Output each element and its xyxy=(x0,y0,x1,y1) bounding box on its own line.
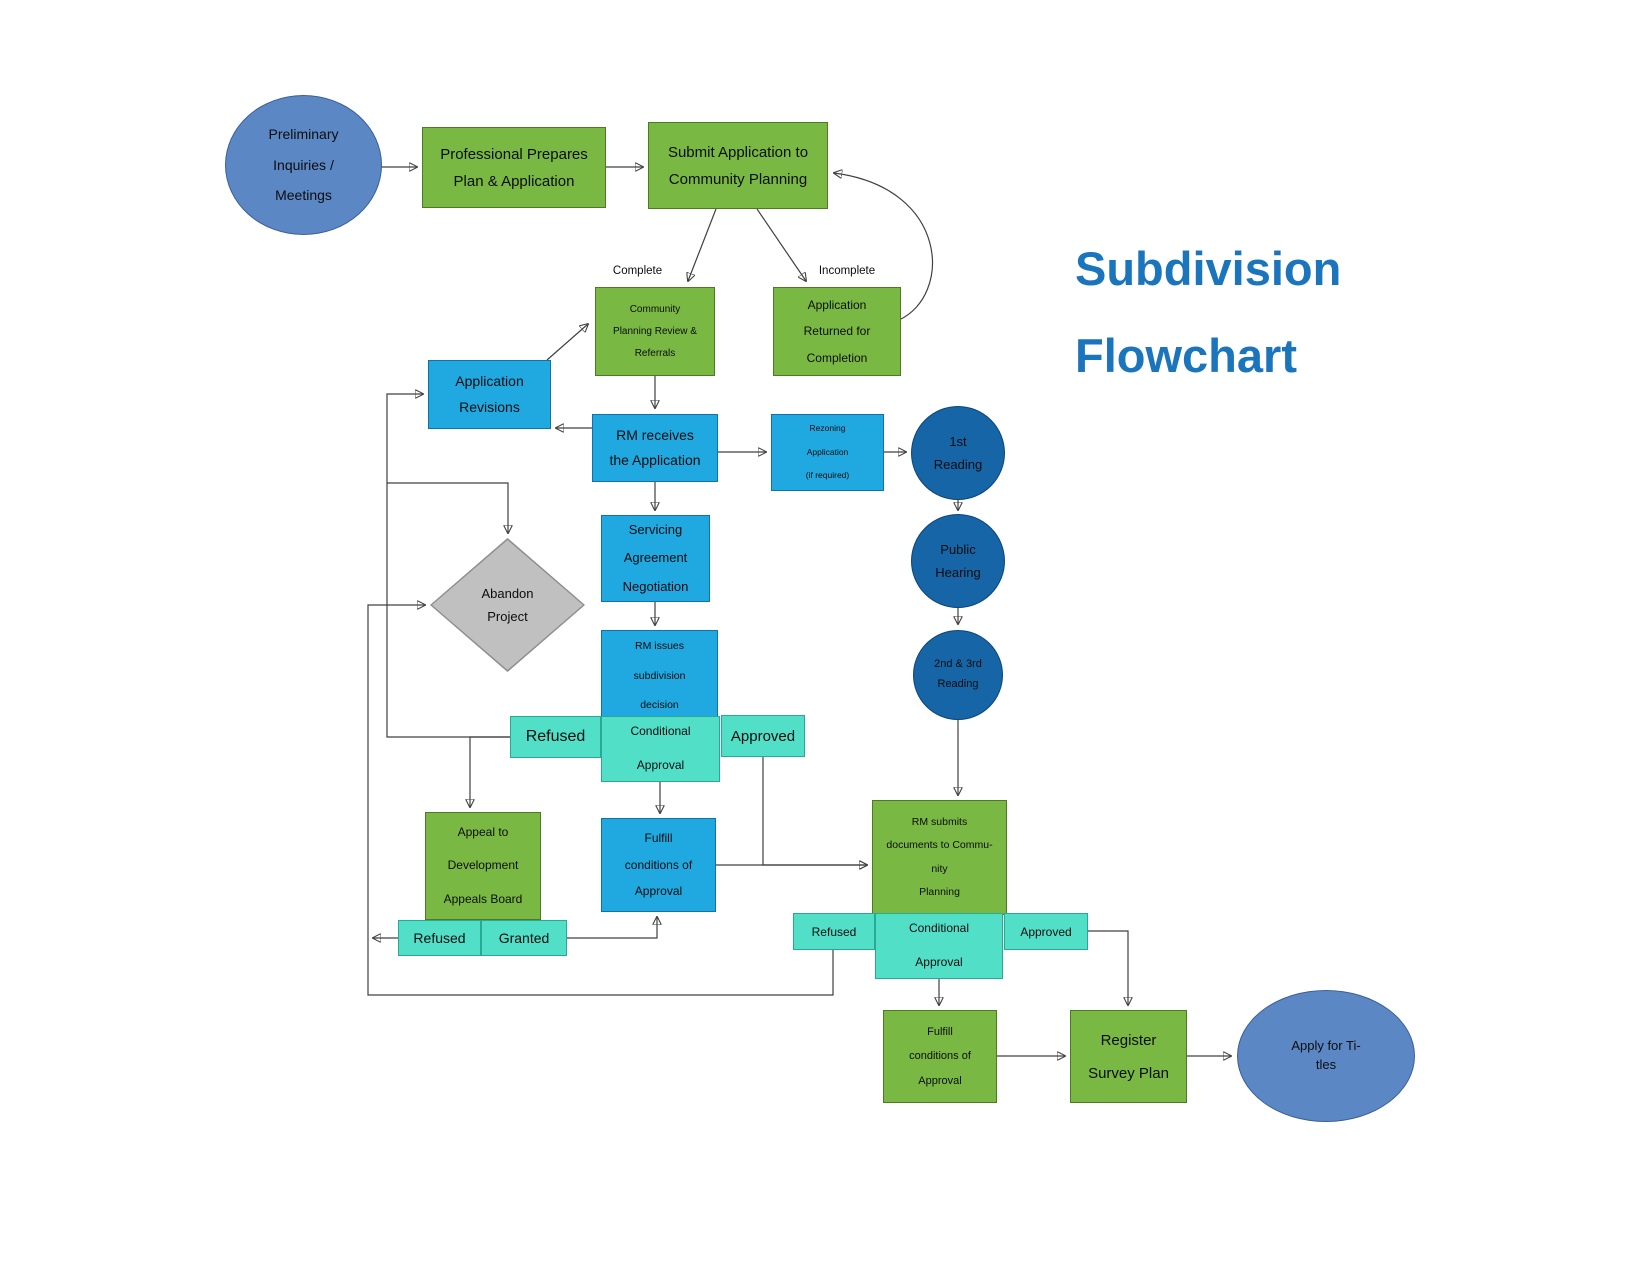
node-fulfill-conditions-1: Fulfill conditions of Approval xyxy=(601,818,716,912)
node-community-planning-review: Community Planning Review & Referrals xyxy=(595,287,715,376)
node-rm-issues-decision: RM issues subdivision decision xyxy=(601,630,718,723)
node-label: Application Revisions xyxy=(455,373,524,415)
node-label: Professional Prepares Plan & Application xyxy=(440,145,588,190)
node-label: 1st Reading xyxy=(933,433,983,472)
node-label: Community Planning Review & Referrals xyxy=(613,303,697,359)
node-label: Refused xyxy=(811,924,857,939)
node-rm-receives-application: RM receives the Application xyxy=(592,414,718,482)
node-register-survey-plan: Register Survey Plan xyxy=(1070,1010,1187,1103)
node-label: Submit Application to Community Planning xyxy=(667,143,809,188)
node-public-hearing: Public Hearing xyxy=(911,514,1005,608)
node-application-returned: Application Returned for Completion xyxy=(773,287,901,376)
node-label: Conditional Approval xyxy=(630,724,691,772)
node-label: RM submits documents to Commu- nity Plan… xyxy=(886,816,993,898)
node-label: Public Hearing xyxy=(935,541,981,580)
node-conditional-approval-decision: Conditional Approval xyxy=(601,716,720,782)
node-label: Fulfill conditions of Approval xyxy=(624,831,693,899)
node-approved-decision: Approved xyxy=(721,715,805,757)
node-label: RM receives the Application xyxy=(609,426,701,468)
node-conditional-approval-submission: Conditional Approval xyxy=(875,913,1003,979)
node-servicing-agreement: Servicing Agreement Negotiation xyxy=(601,515,710,602)
node-submit-application: Submit Application to Community Planning xyxy=(648,122,828,209)
node-refused-decision: Refused xyxy=(510,716,601,758)
node-professional-prepares: Professional Prepares Plan & Application xyxy=(422,127,606,208)
node-label: Application Returned for Completion xyxy=(803,297,871,365)
node-second-third-reading: 2nd & 3rd Reading xyxy=(913,630,1003,720)
node-label: Refused xyxy=(525,728,586,745)
node-fulfill-conditions-2: Fulfill conditions of Approval xyxy=(883,1010,997,1103)
node-first-reading: 1st Reading xyxy=(911,406,1005,500)
node-refused-appeal: Refused xyxy=(398,920,481,956)
node-label: Approved xyxy=(730,727,796,745)
node-label: RM issues subdivision decision xyxy=(633,640,686,712)
node-label: Refused xyxy=(413,930,466,946)
node-granted-appeal: Granted xyxy=(481,920,567,956)
node-approved-submission: Approved xyxy=(1004,913,1088,950)
node-label: Rezoning Application (if required) xyxy=(805,422,850,481)
node-label: Preliminary Inquiries / Meetings xyxy=(268,125,339,204)
diagram-title: Subdivision Flowchart xyxy=(1075,242,1342,382)
node-label: Granted xyxy=(498,930,550,946)
node-label: Conditional Approval xyxy=(908,921,970,969)
node-refused-submission: Refused xyxy=(793,913,875,950)
node-label: Register Survey Plan xyxy=(1088,1031,1169,1082)
node-label: Appeal to Development Appeals Board xyxy=(443,824,523,906)
node-label: Apply for Ti- tles xyxy=(1291,1038,1361,1072)
node-apply-for-titles: Apply for Ti- tles xyxy=(1237,990,1415,1122)
node-abandon-project: Abandon Project xyxy=(430,538,585,672)
node-rm-submits-documents: RM submits documents to Commu- nity Plan… xyxy=(872,800,1007,915)
node-label: Servicing Agreement Negotiation xyxy=(622,521,689,594)
node-rezoning-application: Rezoning Application (if required) xyxy=(771,414,884,491)
edge-label-complete: Complete xyxy=(612,265,663,277)
node-application-revisions: Application Revisions xyxy=(428,360,551,429)
node-label: 2nd & 3rd Reading xyxy=(934,658,982,690)
edge-label-incomplete: Incomplete xyxy=(818,265,876,277)
node-appeal-board: Appeal to Development Appeals Board xyxy=(425,812,541,920)
node-label: Abandon Project xyxy=(481,585,534,624)
node-label: Approved xyxy=(1020,924,1072,939)
node-preliminary-inquiries: Preliminary Inquiries / Meetings xyxy=(225,95,382,235)
node-label: Fulfill conditions of Approval xyxy=(909,1026,971,1087)
